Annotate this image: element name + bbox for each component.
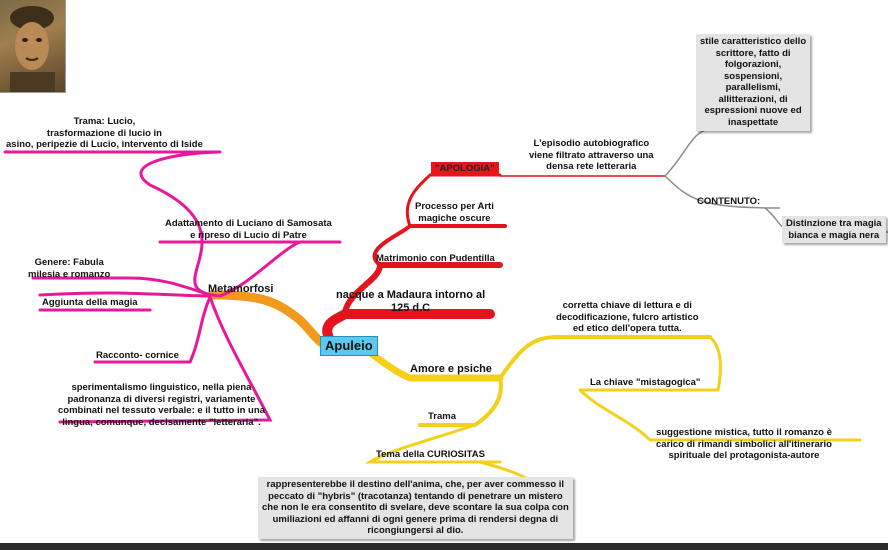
node-cornice[interactable]: Racconto- cornice: [96, 350, 179, 361]
connector-trama-metamorfosi: [3, 150, 222, 298]
connector-stile: [58, 295, 273, 424]
node-contenuto[interactable]: CONTENUTO:: [697, 196, 761, 207]
node-trama-amore[interactable]: Trama: [428, 411, 456, 422]
connector-cornice: [93, 295, 212, 364]
node-mistagogica[interactable]: La chiave "mistagogica": [590, 377, 701, 388]
bottom-bar: [0, 543, 888, 550]
node-apologia[interactable]: "APOLOGIA": [431, 162, 499, 176]
connector-curiositas: [364, 423, 502, 464]
connector-genere: [31, 276, 212, 297]
node-matrimonio[interactable]: Matrimonio con Pudentilla: [376, 253, 495, 264]
portrait-icon: [10, 6, 55, 92]
node-magia[interactable]: Aggiunta della magia: [42, 297, 138, 308]
connector-adattamento: [158, 240, 342, 298]
connector-chiave: [498, 335, 712, 380]
connector-apologia: [405, 173, 502, 228]
node-center-apuleio[interactable]: Apuleio: [320, 336, 378, 356]
node-stile-linguistico[interactable]: sperimentalismo linguistico, nella piena…: [58, 382, 265, 428]
node-curiositas[interactable]: Tema della CURIOSITAS: [376, 449, 485, 460]
connector-metamorfosi: [207, 290, 331, 350]
connector-stile-apologia: [664, 127, 810, 177]
node-destino[interactable]: rappresenterebbe il destino dell'anima, …: [258, 477, 573, 539]
connector-suggestione: [578, 388, 862, 442]
node-metamorfosi[interactable]: Metamorfosi: [208, 283, 274, 295]
portrait-image: [0, 0, 66, 93]
node-amore-psiche[interactable]: Amore e psiche: [410, 363, 492, 375]
connector-mistagogica: [578, 335, 722, 392]
connector-magia: [38, 291, 212, 312]
connector-contenuto: [664, 175, 781, 209]
